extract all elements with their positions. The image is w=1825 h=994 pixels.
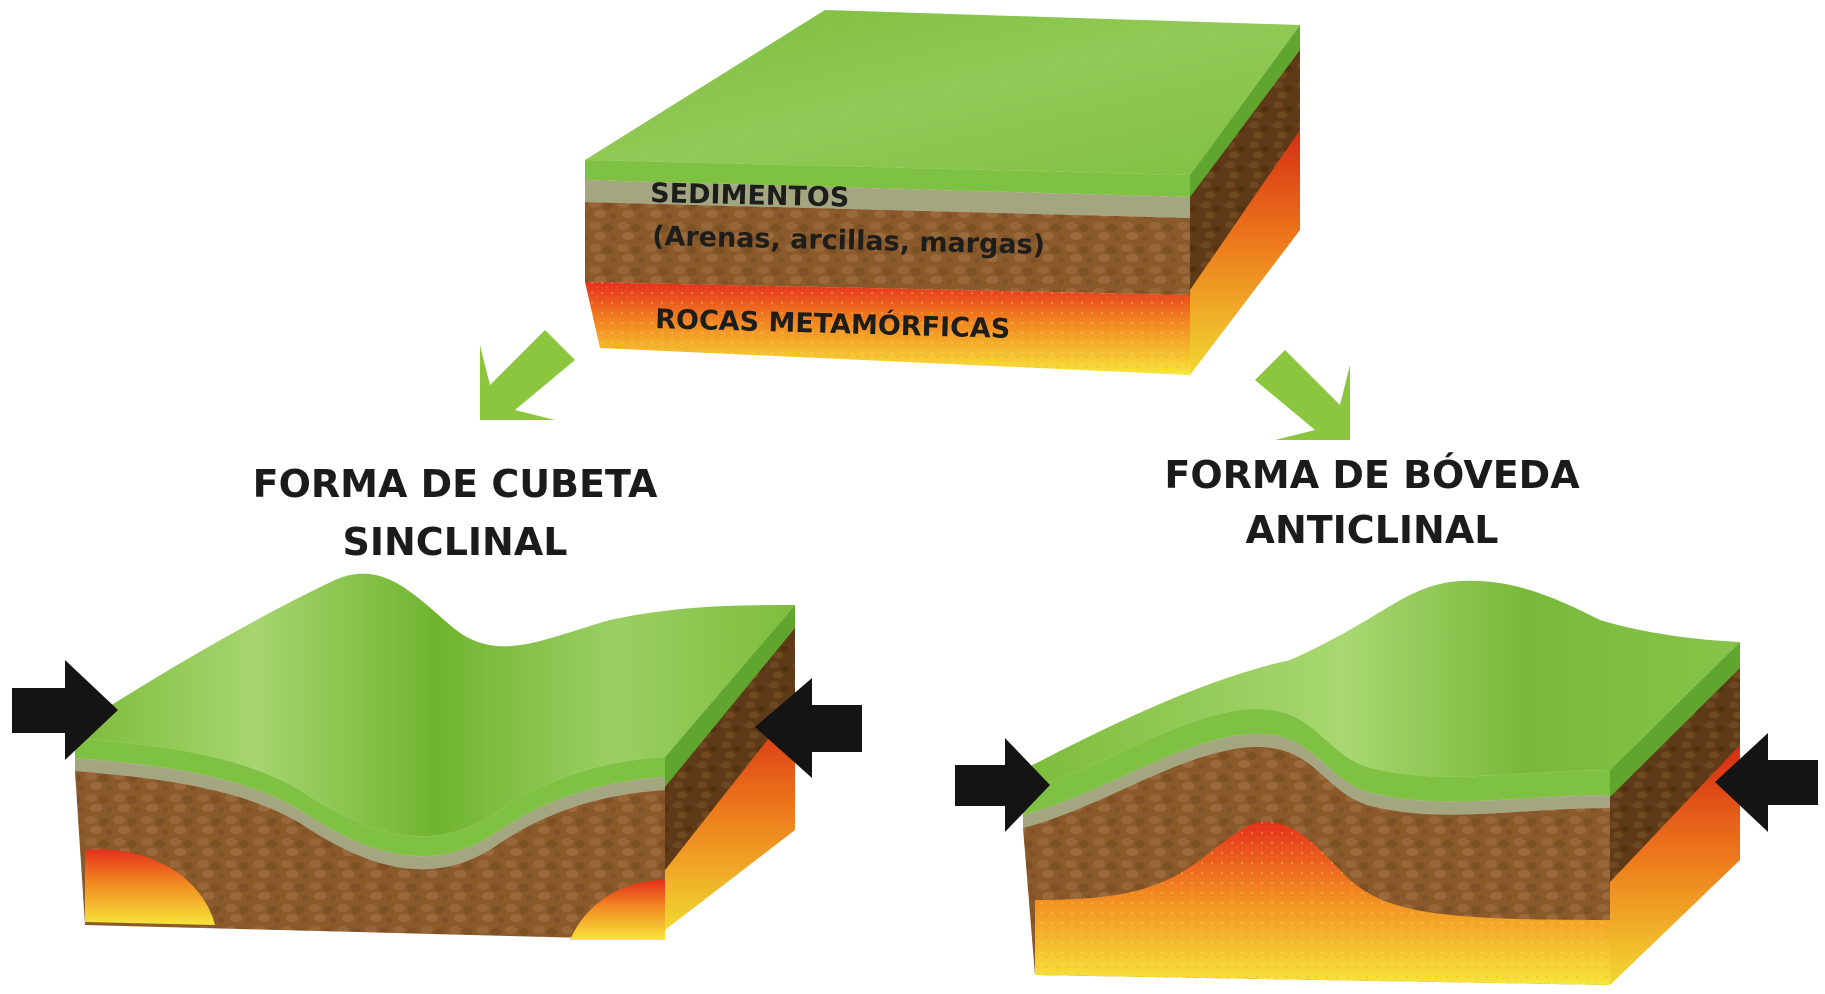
anticline-title-line1: FORMA DE BÓVEDA: [1164, 453, 1580, 497]
syncline-rock-left: [85, 849, 215, 925]
syncline-front-grass: [75, 738, 665, 857]
syncline-right-push-arrow-icon: [755, 678, 862, 778]
anticline-left-push-arrow-icon: [955, 738, 1050, 832]
top-block-front-grass: [585, 160, 1190, 197]
anticline-top-surface: [1023, 580, 1740, 790]
sediment-title: SEDIMENTOS: [650, 178, 850, 214]
anticline-side-sediment: [1610, 665, 1740, 882]
arrow-to-anticline-icon: [1255, 350, 1350, 440]
anticline-right-push-arrow-icon: [1715, 733, 1818, 832]
syncline-rock-right: [570, 880, 665, 940]
syncline-side-sediment: [665, 625, 795, 870]
anticline-front-grass: [1023, 708, 1610, 815]
arrow-to-syncline-icon: [480, 330, 575, 420]
syncline-front-sediment: [75, 771, 665, 940]
top-block-side-grass: [1190, 25, 1300, 197]
top-block-top-face: [585, 10, 1300, 175]
syncline-title-line1: FORMA DE CUBETA: [253, 462, 658, 506]
anticline-side-rock: [1610, 740, 1740, 985]
syncline-side-rock: [665, 700, 795, 930]
syncline-top-surface: [75, 573, 795, 837]
top-block: SEDIMENTOS (Arenas, arcillas, margas) RO…: [585, 10, 1300, 375]
syncline-title-line2: SINCLINAL: [343, 520, 568, 564]
anticline-block: [1023, 580, 1740, 985]
anticline-title-line2: ANTICLINAL: [1246, 508, 1499, 552]
syncline-side-grass: [665, 605, 795, 787]
syncline-left-push-arrow-icon: [12, 660, 118, 760]
anticline-side-grass: [1610, 642, 1740, 797]
top-block-front-sediment: [585, 202, 1190, 295]
top-block-side-rock: [1190, 120, 1300, 375]
top-block-front-olive: [585, 180, 1190, 218]
syncline-front-olive: [75, 758, 665, 870]
syncline-block: [75, 573, 795, 940]
top-block-side-sediment: [1190, 48, 1300, 290]
anticline-front-olive: [1023, 733, 1610, 828]
